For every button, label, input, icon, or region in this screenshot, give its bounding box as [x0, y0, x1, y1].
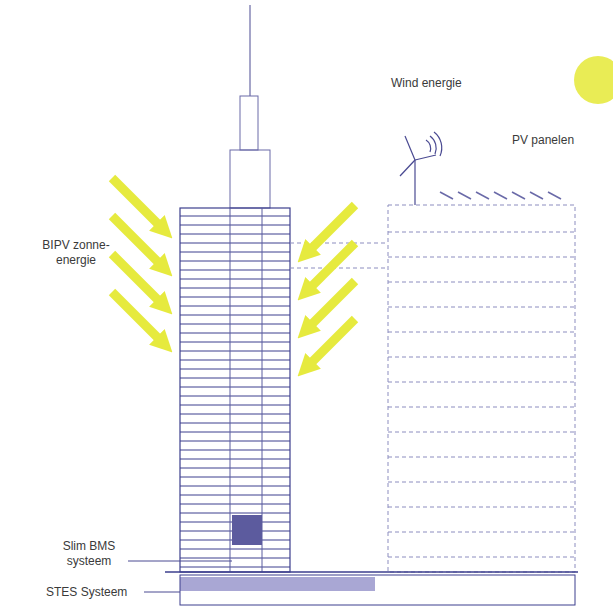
stroke	[494, 192, 507, 199]
wind-turbine	[400, 132, 442, 205]
label: Slim BMS systeem	[52, 539, 126, 569]
stroke	[530, 192, 543, 199]
stroke	[180, 477, 290, 478]
stroke	[180, 315, 290, 316]
stroke	[388, 332, 575, 333]
stroke	[388, 232, 575, 233]
link-dash	[290, 243, 388, 244]
stroke	[180, 360, 290, 361]
stroke	[388, 557, 575, 558]
stroke	[180, 333, 290, 334]
stroke	[180, 306, 290, 307]
stroke	[180, 243, 290, 244]
stroke	[180, 396, 290, 397]
stroke	[180, 504, 290, 505]
stroke	[476, 192, 489, 199]
stroke	[112, 292, 160, 340]
spire	[250, 5, 251, 96]
crown-upper	[240, 96, 258, 150]
stroke	[180, 324, 290, 325]
stes-fill	[180, 577, 375, 591]
stroke	[180, 234, 290, 235]
stes-band	[180, 575, 575, 605]
crown-lower	[230, 150, 270, 208]
stroke	[180, 459, 290, 460]
stroke	[388, 407, 575, 408]
stroke	[310, 205, 355, 250]
stroke	[388, 432, 575, 433]
stroke	[180, 351, 290, 352]
leader-line	[144, 592, 180, 593]
stroke	[180, 468, 290, 469]
ground-line	[165, 571, 578, 573]
stroke	[180, 270, 290, 271]
stroke	[180, 378, 290, 379]
stroke	[180, 432, 290, 433]
tower-outline	[180, 208, 290, 572]
stroke	[180, 405, 290, 406]
stroke	[180, 558, 290, 559]
stroke	[180, 279, 290, 280]
stroke	[180, 414, 290, 415]
stroke	[388, 257, 575, 258]
neighbour-floors	[388, 232, 575, 557]
leader-line	[128, 561, 232, 562]
stroke	[180, 342, 290, 343]
label: STES Systeem	[46, 585, 142, 600]
stroke	[180, 441, 290, 442]
stroke	[388, 357, 575, 358]
stroke	[180, 495, 290, 496]
stroke	[388, 282, 575, 283]
stroke	[180, 549, 290, 550]
stroke	[180, 513, 290, 514]
stroke	[180, 261, 290, 262]
stroke	[180, 297, 290, 298]
bms-box	[232, 515, 262, 545]
tower-floors	[180, 216, 290, 567]
label: BIPV zonne-energie	[38, 238, 114, 268]
stroke	[180, 567, 290, 568]
stroke	[180, 387, 290, 388]
label: PV panelen	[512, 133, 592, 148]
stroke	[440, 192, 453, 199]
pv-panels	[440, 192, 561, 199]
stroke	[548, 192, 561, 199]
stroke	[512, 192, 525, 199]
stroke	[180, 252, 290, 253]
stroke	[180, 486, 290, 487]
stroke	[388, 382, 575, 383]
stroke	[180, 450, 290, 451]
stroke	[180, 225, 290, 226]
link-dash	[290, 268, 388, 269]
stroke	[388, 457, 575, 458]
stroke	[388, 307, 575, 308]
stroke	[388, 532, 575, 533]
stroke	[310, 243, 355, 288]
stroke	[388, 507, 575, 508]
stroke	[180, 216, 290, 217]
stroke	[180, 423, 290, 424]
stroke	[458, 192, 471, 199]
sun-arrows	[112, 178, 355, 364]
stroke	[180, 369, 290, 370]
tower-core	[230, 208, 231, 572]
stroke	[388, 482, 575, 483]
label: Wind energie	[391, 76, 481, 91]
stroke	[310, 319, 355, 364]
neighbour-building	[388, 205, 575, 572]
stroke	[310, 281, 355, 326]
sun	[574, 56, 613, 104]
stroke	[180, 288, 290, 289]
